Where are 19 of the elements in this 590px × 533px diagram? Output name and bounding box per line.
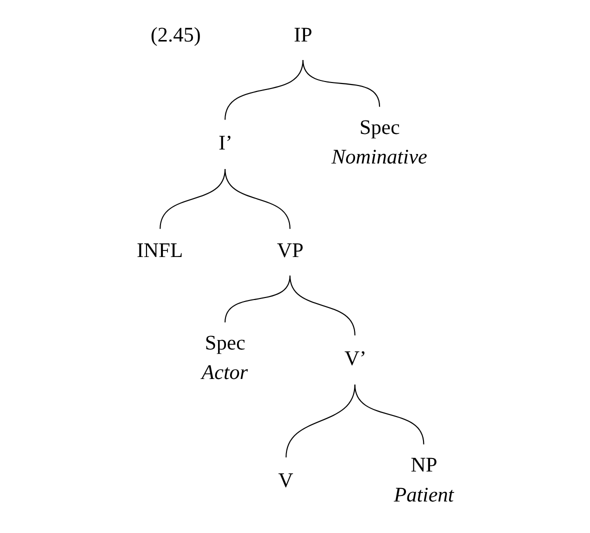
label: (2.45) — [150, 24, 200, 47]
node-text: Spec — [358, 116, 400, 139]
node-text: INFL — [136, 239, 182, 262]
node-label: Patient — [393, 483, 454, 506]
node-text: VP — [276, 239, 304, 262]
connector — [288, 276, 355, 336]
connector — [302, 60, 380, 107]
node-text: V’ — [344, 346, 366, 370]
node-label: Actor — [201, 361, 248, 384]
connector — [285, 384, 355, 458]
node-text: IP — [293, 24, 312, 47]
node-text: I’ — [218, 131, 232, 154]
node-label: Nominative — [331, 146, 427, 169]
connector — [224, 169, 290, 229]
connector — [224, 276, 290, 322]
node-text: NP — [410, 453, 437, 476]
connector — [354, 384, 424, 444]
node-text: V — [278, 468, 293, 492]
node-text: Spec — [204, 331, 245, 354]
